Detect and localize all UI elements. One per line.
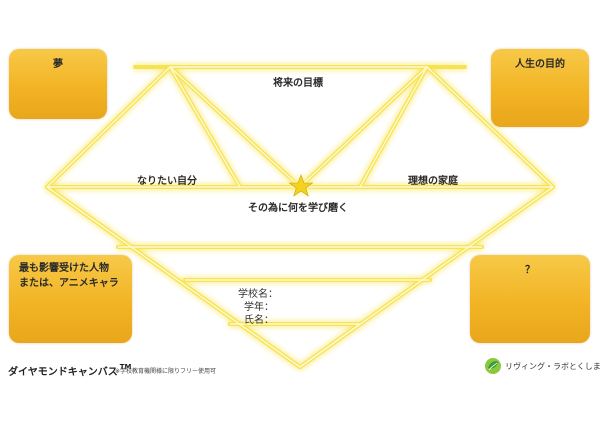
living-lab-logo: リヴィング・ラボとくしま bbox=[484, 356, 600, 378]
ideal-family-label: 理想の家庭 bbox=[408, 176, 458, 187]
leaf-logo-icon bbox=[485, 358, 501, 374]
name-field[interactable]: 氏名： bbox=[244, 315, 274, 326]
influence-box[interactable]: 最も影響受けた人物 または、アニメキャラ bbox=[9, 255, 132, 343]
dream-label: 夢 bbox=[53, 59, 63, 70]
what-to-learn-label: その為に何を学び磨く bbox=[248, 203, 348, 214]
footer-title-text: ダイヤモンドキャンバス bbox=[8, 367, 118, 378]
life-purpose-label: 人生の目的 bbox=[515, 59, 565, 70]
footer-note: ※学校教育機関様に限りフリー使用可 bbox=[115, 368, 217, 375]
influence-label-line2: または、アニメキャラ bbox=[19, 278, 119, 289]
grade-field[interactable]: 学年： bbox=[244, 302, 274, 313]
question-box[interactable]: ？ bbox=[470, 255, 590, 343]
logo-text: リヴィング・ラボとくしま bbox=[505, 362, 600, 371]
star-icon bbox=[288, 174, 314, 197]
life-purpose-box[interactable]: 人生の目的 bbox=[491, 49, 589, 127]
dream-box[interactable]: 夢 bbox=[9, 49, 107, 119]
trademark-mark: TM bbox=[119, 363, 132, 371]
future-goal-label: 将来の目標 bbox=[273, 78, 323, 89]
school-name-field[interactable]: 学校名： bbox=[238, 289, 278, 300]
ideal-self-label: なりたい自分 bbox=[137, 176, 197, 187]
question-label: ？ bbox=[525, 265, 535, 276]
influence-label: 最も影響受けた人物 または、アニメキャラ bbox=[19, 261, 132, 291]
influence-label-line1: 最も影響受けた人物 bbox=[19, 263, 109, 274]
